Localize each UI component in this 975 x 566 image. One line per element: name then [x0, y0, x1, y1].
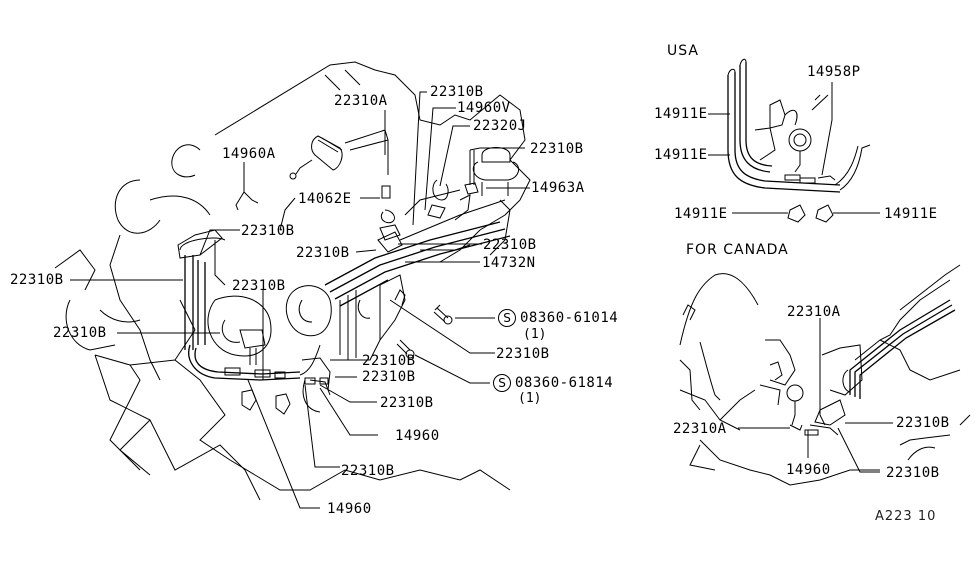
- part-label-22310B: 22310B: [341, 463, 395, 479]
- part-label-14960: 14960: [327, 501, 372, 517]
- quantity-label: (1): [518, 391, 542, 406]
- part-label-22310B: 22310B: [430, 84, 484, 100]
- part-label-22310B: 22310B: [10, 272, 64, 288]
- part-label-22310B: 22310B: [380, 395, 434, 411]
- engine-drawing: [54, 61, 531, 501]
- part-label-14963A: 14963A: [531, 180, 585, 196]
- canada-drawing: [679, 264, 971, 486]
- drawing-code: A223 10: [875, 509, 937, 524]
- part-label-22320J: 22320J: [473, 118, 527, 134]
- section-title-canada: FOR CANADA: [686, 242, 789, 258]
- quantity-label: (1): [523, 327, 547, 342]
- part-label-14732N: 14732N: [482, 255, 536, 271]
- part-label-22310A: 22310A: [673, 421, 727, 437]
- part-label-22310B: 22310B: [896, 415, 950, 431]
- part-label-08360-61014: 08360-61014: [520, 310, 619, 326]
- part-label-22310B: 22310B: [362, 369, 416, 385]
- part-label-22310B: 22310B: [296, 245, 350, 261]
- part-label-22310B: 22310B: [53, 325, 107, 341]
- main-leader-lines: [70, 91, 530, 509]
- part-label-22310B: 22310B: [483, 237, 537, 253]
- part-label-22310B: 22310B: [362, 353, 416, 369]
- part-label-14911E: 14911E: [674, 206, 728, 222]
- part-label-14911E: 14911E: [654, 106, 708, 122]
- part-label-22310A: 22310A: [334, 93, 388, 109]
- standard-part-symbol-icon: S: [493, 374, 511, 392]
- part-label-14960: 14960: [395, 428, 440, 444]
- part-label-14062E: 14062E: [298, 191, 352, 207]
- part-label-22310B: 22310B: [232, 278, 286, 294]
- part-label-22310B: 22310B: [241, 223, 295, 239]
- part-label-14960: 14960: [786, 462, 831, 478]
- part-label-14960V: 14960V: [457, 100, 511, 116]
- part-label-14958P: 14958P: [807, 64, 861, 80]
- part-label-22310A: 22310A: [787, 304, 841, 320]
- standard-part-symbol-icon: S: [498, 309, 516, 327]
- part-label-22310B: 22310B: [530, 141, 584, 157]
- part-label-14960A: 14960A: [222, 146, 276, 162]
- part-label-14911E: 14911E: [654, 147, 708, 163]
- part-label-14911E: 14911E: [884, 206, 938, 222]
- section-title-usa: USA: [667, 43, 699, 59]
- usa-drawing: [708, 58, 880, 223]
- part-label-22310B: 22310B: [496, 346, 550, 362]
- part-label-22310B: 22310B: [886, 465, 940, 481]
- part-label-08360-61814: 08360-61814: [515, 375, 614, 391]
